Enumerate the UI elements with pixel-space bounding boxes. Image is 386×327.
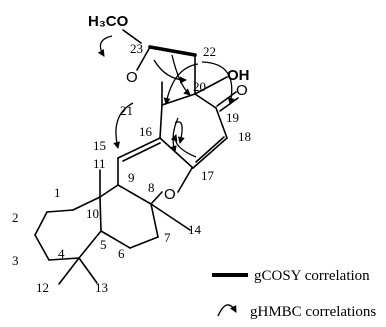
atom-number: 21 bbox=[120, 103, 133, 118]
hmbc-correlation-arrows bbox=[97, 35, 235, 158]
pyran-oxygen-label: O bbox=[164, 186, 176, 203]
cosy-correlation-bonds bbox=[148, 45, 197, 57]
atom-number: 2 bbox=[12, 210, 19, 225]
carbonyl-oxygen-label: O bbox=[236, 82, 248, 99]
atom-number: 5 bbox=[100, 237, 107, 252]
atom-number: 23 bbox=[130, 41, 143, 56]
atom-number: 8 bbox=[148, 180, 155, 195]
methoxy-label: H₃CO bbox=[88, 13, 129, 30]
atom-number: 15 bbox=[93, 138, 106, 153]
atom-number: 4 bbox=[58, 246, 65, 261]
furan-oxygen-label: O bbox=[126, 69, 138, 86]
atom-number: 16 bbox=[139, 124, 153, 139]
hydroxyl-label: OH bbox=[227, 67, 250, 84]
atom-number: 7 bbox=[164, 230, 171, 245]
atom-number: 6 bbox=[118, 246, 125, 261]
atom-number: 10 bbox=[86, 206, 99, 221]
legend: gCOSY correlation gHMBC correlations bbox=[212, 268, 376, 320]
atom-number: 14 bbox=[188, 222, 202, 237]
atom-number: 20 bbox=[193, 79, 206, 94]
atom-number: 11 bbox=[93, 156, 106, 171]
legend-cosy-label: gCOSY correlation bbox=[254, 268, 370, 284]
atom-number: 9 bbox=[128, 170, 135, 185]
atom-number: 13 bbox=[95, 280, 108, 295]
atom-number: 3 bbox=[12, 253, 19, 268]
legend-hmbc-swatch bbox=[217, 304, 237, 317]
atom-number: 17 bbox=[201, 168, 215, 183]
atom-number: 1 bbox=[54, 185, 61, 200]
legend-hmbc-label: gHMBC correlations bbox=[250, 304, 376, 320]
atom-number: 18 bbox=[238, 129, 251, 144]
atom-number-labels: 1 2 3 4 5 6 7 8 9 10 11 12 13 14 15 16 1… bbox=[12, 41, 251, 295]
atom-number: 19 bbox=[226, 110, 239, 125]
atom-number: 22 bbox=[203, 44, 216, 59]
atom-number: 12 bbox=[36, 280, 49, 295]
skeleton-bonds bbox=[34, 29, 239, 285]
